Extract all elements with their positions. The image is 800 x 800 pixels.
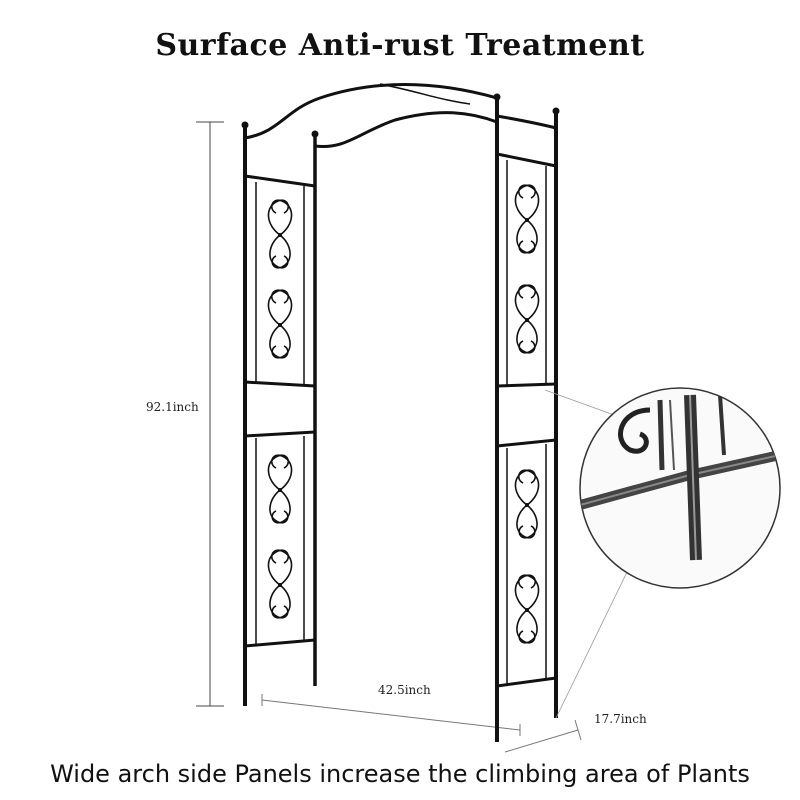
height-dimension-label: 92.1inch bbox=[146, 400, 199, 414]
depth-dimension-label: 17.7inch bbox=[594, 712, 647, 726]
feature-caption: Wide arch side Panels increase the climb… bbox=[50, 760, 750, 788]
arch-frame bbox=[241, 83, 560, 742]
left-lower-scroll-panel bbox=[255, 436, 305, 644]
left-upper-scroll-panel bbox=[255, 182, 305, 384]
right-upper-scroll-panel bbox=[506, 160, 547, 386]
page-title: Surface Anti-rust Treatment bbox=[155, 28, 645, 63]
right-lower-scroll-panel bbox=[506, 444, 547, 684]
height-dimension-line bbox=[196, 121, 224, 707]
width-dimension-line bbox=[261, 694, 521, 736]
frame-detail-closeup bbox=[579, 387, 781, 589]
width-dimension-label: 42.5inch bbox=[378, 683, 431, 697]
depth-dimension-line bbox=[504, 719, 582, 753]
